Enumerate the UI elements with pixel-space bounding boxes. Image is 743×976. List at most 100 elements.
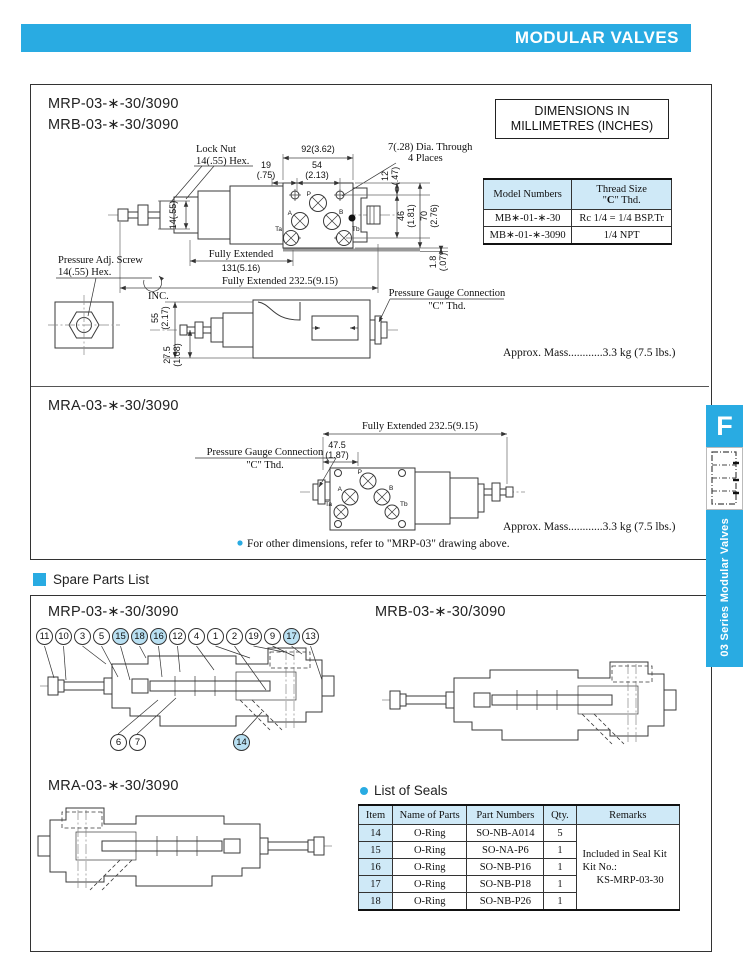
seals-col-part: Part Numbers bbox=[466, 804, 545, 825]
seals-col-qty: Qty. bbox=[543, 804, 577, 825]
part-callout: 4 bbox=[188, 628, 205, 645]
seals-row: 16 O-Ring SO-NB-P16 1 bbox=[357, 858, 680, 876]
part-callout: 15 bbox=[112, 628, 129, 645]
seals-row: 15 O-Ring SO-NA-P6 1 bbox=[357, 841, 680, 859]
port-label-p: P bbox=[307, 191, 311, 198]
dim-12-in: (.47) bbox=[390, 167, 400, 186]
seals-row: 18 O-Ring SO-NB-P26 1 bbox=[357, 892, 680, 911]
mra-pgc-line1: Pressure Gauge Connection bbox=[207, 447, 324, 458]
pgc-line1: Pressure Gauge Connection bbox=[389, 288, 506, 299]
part-callout: 10 bbox=[55, 628, 72, 645]
dim-232-5-top: Fully Extended 232.5(9.15) bbox=[222, 276, 339, 287]
spare-model-title-mrb: MRB-03-∗-30/3090 bbox=[375, 604, 506, 620]
thread-table-col2-header: Thread Size "C" Thd. bbox=[571, 178, 672, 210]
dim-46-in: (1.81) bbox=[406, 204, 416, 228]
part-callout: 5 bbox=[93, 628, 110, 645]
dim-54-in: (2.13) bbox=[305, 170, 329, 180]
approx-mass-2: Approx. Mass............3.3 kg (7.5 lbs.… bbox=[503, 521, 676, 533]
part-callout-row: 11 10 3 5 15 18 16 12 4 1 2 19 9 17 13 bbox=[36, 628, 319, 645]
dim-54: 54 bbox=[312, 160, 322, 170]
dim-27-5: 27.5 bbox=[162, 346, 172, 364]
port-label-tb: Tb bbox=[352, 226, 360, 233]
dim-70: 70 bbox=[419, 211, 429, 221]
model-title-mrb: MRB-03-∗-30/3090 bbox=[48, 117, 179, 133]
dim-dia-line1: 7(.28) Dia. Through bbox=[388, 142, 473, 153]
adj-screw-line1: Pressure Adj. Screw bbox=[58, 255, 143, 266]
part-callout: 6 bbox=[110, 734, 127, 751]
lock-nut-line1: Lock Nut bbox=[196, 144, 236, 155]
dimensions-note-line1: DIMENSIONS IN bbox=[534, 104, 630, 118]
part-callout: 1 bbox=[207, 628, 224, 645]
approx-mass-1: Approx. Mass............3.3 kg (7.5 lbs.… bbox=[503, 347, 676, 359]
mrp-section-drawing bbox=[40, 645, 335, 735]
dim-1-8: 1.8 bbox=[428, 256, 438, 269]
dim-14-left: 14(.55) bbox=[168, 201, 178, 230]
dim-55: 55 bbox=[150, 313, 160, 323]
spare-parts-panel bbox=[30, 595, 712, 952]
part-callout: 3 bbox=[74, 628, 91, 645]
thread-table-row: MB∗-01-∗-30 Rc 1/4 = 1/4 BSP.Tr bbox=[482, 209, 672, 227]
spare-parts-heading-label: Spare Parts List bbox=[53, 572, 150, 587]
panel-divider bbox=[31, 386, 709, 387]
spare-model-title-mra: MRA-03-∗-30/3090 bbox=[48, 778, 179, 794]
mrp-top-view-drawing: P A B Ta Tb 92(3.62) 19 (.75) 54 (2.13) … bbox=[108, 142, 473, 293]
seals-col-item: Item bbox=[357, 804, 394, 825]
mra-port-b: B bbox=[389, 485, 393, 492]
port-circles bbox=[283, 194, 356, 246]
spare-model-title-mrp: MRP-03-∗-30/3090 bbox=[48, 604, 179, 620]
modular-valve-schematic-icon bbox=[706, 447, 743, 510]
dim-1-8-in: (.07) bbox=[438, 253, 448, 272]
list-of-seals-heading: List of Seals bbox=[360, 783, 448, 798]
port-label-ta: Ta bbox=[275, 226, 282, 233]
part-callout: 17 bbox=[283, 628, 300, 645]
seals-remarks-cell: Included in Seal Kit Kit No.: KS-MRP-03-… bbox=[575, 824, 681, 911]
dim-46: 46 bbox=[396, 211, 406, 221]
dim-55-in: (2.17) bbox=[160, 306, 170, 330]
part-callout: 16 bbox=[150, 628, 167, 645]
seals-table: Item Name of Parts Part Numbers Qty. Rem… bbox=[357, 804, 681, 911]
square-bullet-icon bbox=[33, 573, 46, 586]
spare-parts-heading: Spare Parts List bbox=[33, 572, 149, 587]
seals-row: 14 O-Ring SO-NB-A014 5 Included in Seal … bbox=[357, 824, 681, 911]
chapter-tab-letter: F bbox=[716, 410, 733, 441]
dimensions-note-line2: MILLIMETRES (INCHES) bbox=[510, 119, 654, 133]
list-of-seals-label: List of Seals bbox=[374, 783, 448, 798]
page-title: MODULAR VALVES bbox=[514, 28, 679, 47]
chapter-tab-label: 03 Series Modular Valves bbox=[718, 518, 731, 657]
dim-92: 92(3.62) bbox=[301, 144, 335, 154]
lock-nut-line2: 14(.55) Hex. bbox=[196, 156, 249, 167]
other-dims-note: For other dimensions, refer to "MRP-03" … bbox=[247, 538, 510, 550]
part-callout: 11 bbox=[36, 628, 53, 645]
thread-table-col1-header: Model Numbers bbox=[482, 178, 573, 210]
thread-size-table: Model Numbers Thread Size "C" Thd. MB∗-0… bbox=[482, 178, 672, 245]
mra-pgc-line2: "C" Thd. bbox=[246, 460, 284, 471]
part-callout: 14 bbox=[233, 734, 250, 751]
pgc-line2: "C" Thd. bbox=[428, 301, 466, 312]
fully-extended-label: Fully Extended bbox=[209, 249, 274, 260]
part-callout: 7 bbox=[129, 734, 146, 751]
dim-232-5-mra: Fully Extended 232.5(9.15) bbox=[362, 421, 479, 432]
dim-19: 19 bbox=[261, 160, 271, 170]
dim-19-in: (.75) bbox=[257, 170, 276, 180]
dim-70-in: (2.76) bbox=[429, 204, 439, 228]
dim-27-5-in: (1.08) bbox=[172, 343, 182, 367]
dimensions-note-box: DIMENSIONS IN MILLIMETRES (INCHES) bbox=[495, 99, 669, 139]
dot-bullet-icon bbox=[360, 786, 368, 795]
part-callout: 9 bbox=[264, 628, 281, 645]
port-label-a: A bbox=[288, 210, 293, 217]
mra-port-tb: Tb bbox=[400, 501, 408, 508]
thread-table-row: MB∗-01-∗-3090 1/4 NPT bbox=[482, 226, 672, 245]
seals-col-name: Name of Parts bbox=[392, 804, 468, 825]
dim-47-5: 47.5 bbox=[328, 440, 346, 450]
dim-47-5-in: (1.87) bbox=[325, 450, 349, 460]
seals-row: 17 O-Ring SO-NB-P18 1 bbox=[357, 875, 680, 893]
mra-port-ta: Ta bbox=[325, 501, 332, 508]
page-header-band: MODULAR VALVES bbox=[21, 24, 691, 52]
part-callout: 19 bbox=[245, 628, 262, 645]
chapter-tab-label-wrap: 03 Series Modular Valves bbox=[706, 508, 743, 667]
part-callout: 2 bbox=[226, 628, 243, 645]
adj-screw-line2: 14(.55) Hex. bbox=[58, 267, 111, 278]
inc-label: INC. bbox=[148, 291, 169, 302]
mra-dimension-drawing: P A B Ta Tb Fully Extended 232.5(9.15) 4… bbox=[195, 421, 676, 550]
